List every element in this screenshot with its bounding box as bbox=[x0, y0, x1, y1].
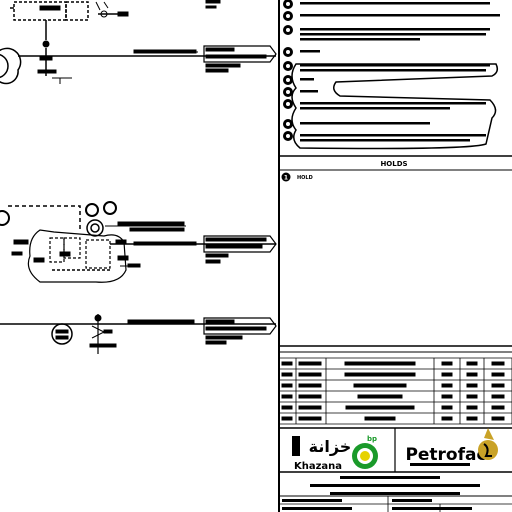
note-text-line bbox=[300, 50, 320, 53]
title-block-frame bbox=[278, 0, 512, 512]
revision-cloud bbox=[291, 63, 499, 150]
middle-instrument-cluster bbox=[0, 201, 277, 283]
khazana-latin: Khazana bbox=[294, 461, 342, 472]
note-item bbox=[283, 75, 314, 85]
revision-row bbox=[281, 416, 505, 421]
note-item bbox=[283, 119, 430, 129]
khazana-logo: خزانة Khazana bbox=[292, 436, 351, 472]
note-item bbox=[283, 99, 486, 110]
process-schematic bbox=[0, 0, 277, 354]
petrofac-logo: Petrofac bbox=[405, 428, 498, 466]
general-notes bbox=[283, 0, 500, 150]
lower-process-line bbox=[0, 314, 277, 354]
khazana-arabic: خزانة bbox=[309, 437, 352, 456]
revision-table bbox=[278, 357, 512, 425]
title-text-line bbox=[282, 507, 352, 510]
note-text-line bbox=[300, 64, 490, 67]
title-text-line bbox=[330, 492, 460, 495]
note-text-line bbox=[300, 28, 490, 31]
note-text-line bbox=[300, 122, 430, 125]
bp-wordmark: bp bbox=[367, 435, 377, 443]
note-text-line bbox=[300, 33, 486, 36]
petrofac-wordmark: Petrofac bbox=[405, 445, 486, 465]
title-text-line bbox=[340, 476, 440, 479]
revision-row bbox=[281, 383, 505, 388]
revision-row bbox=[281, 405, 505, 410]
note-item bbox=[283, 61, 490, 72]
bp-logo: bp bbox=[352, 435, 378, 469]
hold-text: HOLD bbox=[297, 175, 313, 181]
note-text-line bbox=[300, 107, 450, 110]
note-text-line bbox=[300, 90, 318, 93]
note-text-line bbox=[300, 78, 314, 81]
title-text-line bbox=[392, 499, 432, 502]
note-item bbox=[283, 47, 320, 57]
title-text-line bbox=[392, 507, 472, 510]
logo-band bbox=[279, 427, 512, 473]
title-text-line bbox=[310, 484, 480, 487]
note-item bbox=[283, 0, 490, 9]
note-text-line bbox=[300, 139, 470, 142]
title-text-line bbox=[282, 499, 342, 502]
note-text-line bbox=[300, 69, 486, 72]
note-text-line bbox=[300, 38, 420, 41]
note-item bbox=[283, 11, 500, 21]
note-item bbox=[283, 87, 318, 97]
note-item bbox=[283, 25, 490, 41]
holds-heading: HOLDS bbox=[380, 160, 407, 168]
note-text-line bbox=[300, 14, 500, 17]
note-item bbox=[283, 131, 486, 142]
top-instrument-cluster bbox=[10, 0, 221, 84]
note-text-line bbox=[300, 102, 486, 105]
note-text-line bbox=[300, 134, 486, 137]
khazana-mark-icon bbox=[292, 436, 300, 456]
hold-item: 1 HOLD bbox=[281, 172, 313, 182]
revision-row bbox=[281, 394, 505, 399]
title-strip bbox=[279, 476, 512, 512]
note-text-line bbox=[300, 2, 490, 5]
revision-row bbox=[281, 361, 505, 366]
upper-process-line bbox=[0, 45, 277, 85]
hold-marker: 1 bbox=[284, 175, 288, 182]
revision-row bbox=[281, 372, 505, 377]
